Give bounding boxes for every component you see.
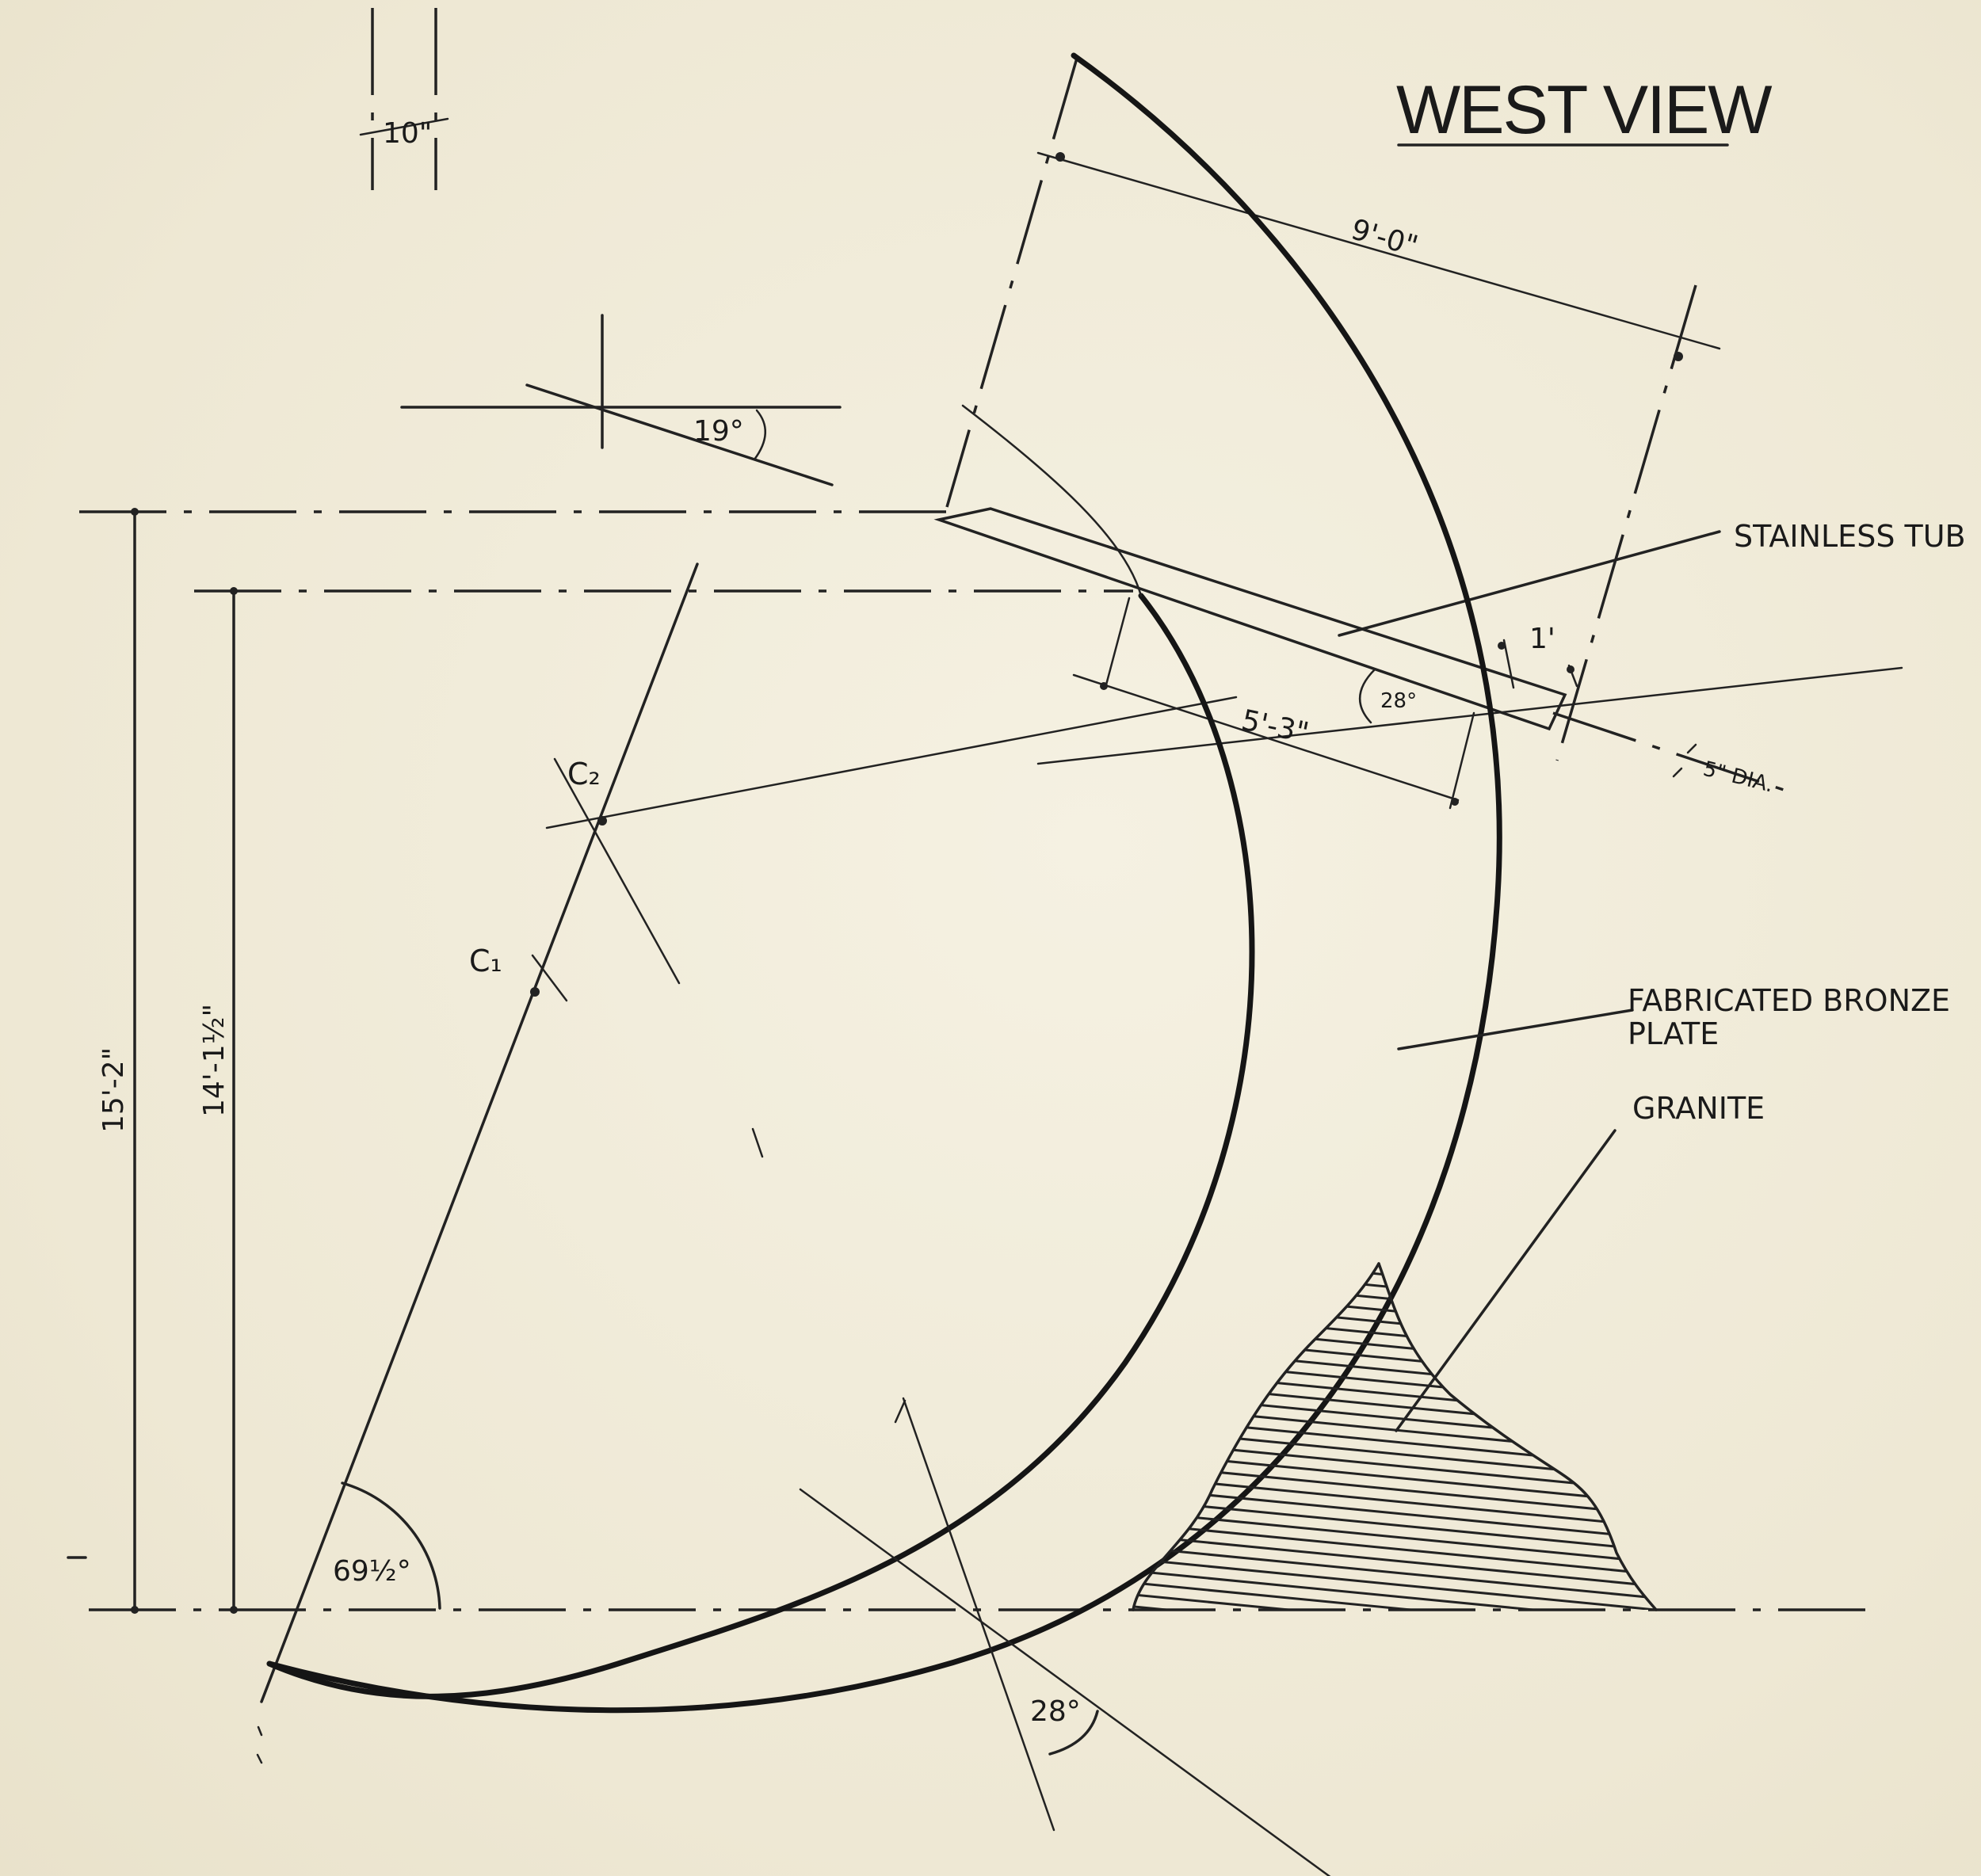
- hatch-line: [1133, 1484, 1656, 1542]
- hatch-line: [1133, 1341, 1656, 1400]
- base-angle-label: 69½°: [333, 1555, 411, 1588]
- hatch-line: [1133, 1353, 1656, 1412]
- tube-diameter-label: 5" DIA.: [1700, 757, 1776, 798]
- stainless-tube: 5" DIA.: [933, 507, 1792, 798]
- hatch-line: [1133, 1567, 1656, 1610]
- hatch-line: [1133, 1365, 1656, 1424]
- radius-construction-line: [260, 562, 699, 1703]
- bronze-plate-label-2: PLATE: [1628, 1016, 1719, 1051]
- stainless-tube-leader: [1338, 530, 1721, 637]
- tube-angle-reference: 19°: [400, 314, 842, 486]
- hatch-line: [1133, 1508, 1656, 1566]
- hatch-line: [1133, 1460, 1656, 1519]
- offset-label: 1': [1529, 623, 1555, 655]
- hatch-line: [1133, 1591, 1656, 1610]
- inner-height-label: 14'-1½": [198, 1004, 231, 1117]
- hatch-line: [1133, 1389, 1656, 1447]
- hatch-line: [1133, 1543, 1656, 1602]
- chord-label: 5'-3": [1239, 704, 1311, 750]
- upper-angle-dimension: 28°: [1359, 668, 1417, 724]
- bronze-plate-leader: [1397, 1009, 1634, 1050]
- hatch-line: [1133, 1531, 1656, 1590]
- hatch-line: [1133, 1579, 1656, 1610]
- granite-hatching: [1109, 1264, 1680, 1683]
- hatch-line: [1133, 1448, 1656, 1507]
- offset-dimension: 1': [1498, 623, 1578, 689]
- tube-angle-label: 19°: [693, 415, 744, 448]
- outer-bronze-arc: [266, 52, 1502, 1714]
- granite-label: GRANITE: [1632, 1091, 1765, 1126]
- lower-angle-label: 28°: [1030, 1695, 1081, 1728]
- hatch-line: [1109, 1616, 1680, 1672]
- hatch-line: [1133, 1294, 1656, 1352]
- center-1-label: C₁: [469, 944, 502, 978]
- tube-end-cross-line: [1036, 666, 1903, 765]
- hatch-line: [1133, 1413, 1656, 1471]
- hatch-line: [1133, 1264, 1656, 1293]
- inner-bronze-arc: [266, 593, 1255, 1699]
- stainless-tube-label: STAINLESS TUB: [1734, 519, 1966, 554]
- hatch-line: [1133, 1436, 1656, 1495]
- hatch-line: [1109, 1628, 1680, 1683]
- hatch-line: [1133, 1519, 1656, 1578]
- hatch-line: [1133, 1496, 1656, 1554]
- hatch-line: [1133, 1555, 1656, 1610]
- span-dimension: 9'-0": [945, 55, 1721, 761]
- hatch-line: [1133, 1317, 1656, 1376]
- hatch-line: [1133, 1306, 1656, 1364]
- hatch-line: [1133, 1424, 1656, 1483]
- granite-leader: [1395, 1129, 1616, 1432]
- base-angle-dimension: 69½°: [333, 1481, 441, 1610]
- hatch-line: [1133, 1603, 1656, 1610]
- bronze-plate-label-1: FABRICATED BRONZE: [1628, 983, 1950, 1018]
- inner-height-dimension: 14'-1½": [198, 587, 238, 1614]
- drawing-title: WEST VIEW: [1396, 72, 1772, 148]
- hatch-line: [1133, 1270, 1656, 1329]
- overall-height-label: 15'-2": [97, 1047, 130, 1133]
- span-label: 9'-0": [1348, 213, 1422, 263]
- top-width-dimension: 10": [359, 8, 449, 190]
- center-2-label: C₂: [567, 757, 601, 791]
- upper-angle-label: 28°: [1380, 689, 1417, 713]
- overall-height-dimension: 15'-2": [97, 508, 139, 1614]
- hatch-line: [1133, 1401, 1656, 1459]
- top-width-label: 10": [383, 117, 432, 150]
- lower-angle-dimension: 28°: [799, 1397, 1331, 1876]
- hatch-line: [1133, 1329, 1656, 1388]
- hatch-line: [1133, 1377, 1656, 1436]
- granite-base: [1109, 1262, 1680, 1683]
- inner-arc-construction: [961, 404, 1143, 597]
